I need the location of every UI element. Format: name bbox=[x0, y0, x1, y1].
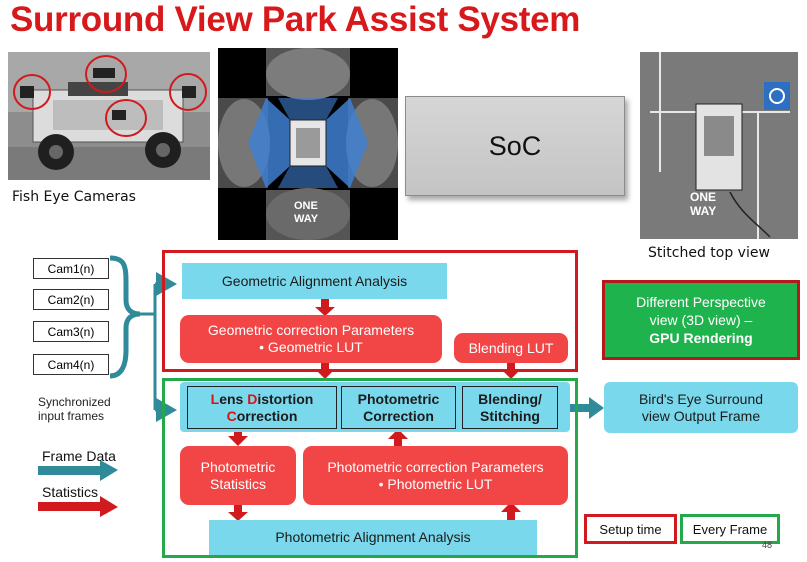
page-number: 48 bbox=[762, 540, 773, 550]
fisheye-way-label: WAY bbox=[294, 213, 319, 225]
geo-params-line2: • Geometric LUT bbox=[259, 339, 363, 355]
photometric-correction-line1: Photometric bbox=[357, 390, 440, 407]
fisheye-composite-image: ONE WAY bbox=[218, 48, 398, 240]
geo-params-line1: Geometric correction Parameters bbox=[207, 322, 415, 338]
lens-istortion: istortion bbox=[257, 390, 314, 407]
camera-input-4: Cam4(n) bbox=[33, 354, 109, 375]
lens-d: D bbox=[247, 390, 258, 407]
gpu-line2: view (3D view) – bbox=[649, 312, 753, 328]
birds-eye-output-frame: Bird's Eye Surround view Output Frame bbox=[604, 382, 798, 433]
gpu-line3: GPU Rendering bbox=[649, 330, 753, 346]
sync-label-line1: Synchronized bbox=[38, 395, 111, 409]
lens-ens: ens bbox=[219, 390, 248, 407]
output-line2: view Output Frame bbox=[641, 407, 761, 424]
blending-line2: Stitching bbox=[480, 407, 540, 424]
lens-distortion-correction: Lens Distortion Correction bbox=[187, 386, 337, 429]
blending-stitching: Blending/ Stitching bbox=[462, 386, 558, 429]
gpu-line1: Different Perspective bbox=[636, 294, 766, 310]
camera-input-2: Cam2(n) bbox=[33, 289, 109, 310]
legend-every-frame: Every Frame bbox=[680, 514, 780, 544]
photometric-correction-line2: Correction bbox=[363, 407, 434, 424]
photometric-correction: Photometric Correction bbox=[341, 386, 456, 429]
geometric-correction-parameters: Geometric correction Parameters • Geomet… bbox=[180, 315, 442, 363]
camera-input-1: Cam1(n) bbox=[33, 258, 109, 279]
blending-line1: Blending/ bbox=[478, 390, 542, 407]
stitched-one-label: ONE bbox=[690, 190, 717, 204]
lens-orrection: orrection bbox=[236, 407, 298, 424]
fisheye-caption: Fish Eye Cameras bbox=[12, 189, 136, 205]
sync-label-line2: input frames bbox=[38, 409, 105, 423]
photo-params-line2: • Photometric LUT bbox=[378, 475, 493, 492]
legend-statistics: Statistics bbox=[42, 484, 99, 500]
gpu-rendering-box: Different Perspective view (3D view) – G… bbox=[602, 280, 800, 360]
blending-lut: Blending LUT bbox=[454, 333, 568, 363]
lens-l: L bbox=[210, 390, 220, 407]
photo-stats-line1: Photometric bbox=[200, 458, 276, 475]
lens-c: C bbox=[226, 407, 237, 424]
legend-setup-time: Setup time bbox=[584, 514, 677, 544]
photo-stats-line2: Statistics bbox=[209, 475, 266, 492]
photometric-statistics: Photometric Statistics bbox=[180, 446, 296, 505]
legend-frame-data: Frame Data bbox=[42, 448, 116, 464]
photometric-correction-parameters: Photometric correction Parameters • Phot… bbox=[303, 446, 568, 505]
camera-brace bbox=[109, 255, 141, 379]
camera-input-3: Cam3(n) bbox=[33, 321, 109, 342]
soc-box: SoC bbox=[405, 96, 625, 196]
every-frame-block bbox=[162, 378, 578, 558]
photometric-alignment-analysis: Photometric Alignment Analysis bbox=[209, 520, 537, 555]
geometric-alignment-analysis: Geometric Alignment Analysis bbox=[182, 263, 447, 299]
setup-time-block bbox=[162, 250, 578, 372]
fisheye-one-label: ONE bbox=[294, 200, 318, 212]
stitched-caption: Stitched top view bbox=[648, 245, 770, 261]
output-line1: Bird's Eye Surround bbox=[638, 390, 764, 407]
photo-params-line1: Photometric correction Parameters bbox=[327, 458, 544, 475]
stitched-way-label: WAY bbox=[690, 204, 717, 218]
page-title: Surround View Park Assist System bbox=[10, 0, 581, 39]
fisheye-cameras-photo bbox=[8, 52, 210, 180]
stitched-top-view-image: ONE WAY bbox=[640, 52, 798, 239]
